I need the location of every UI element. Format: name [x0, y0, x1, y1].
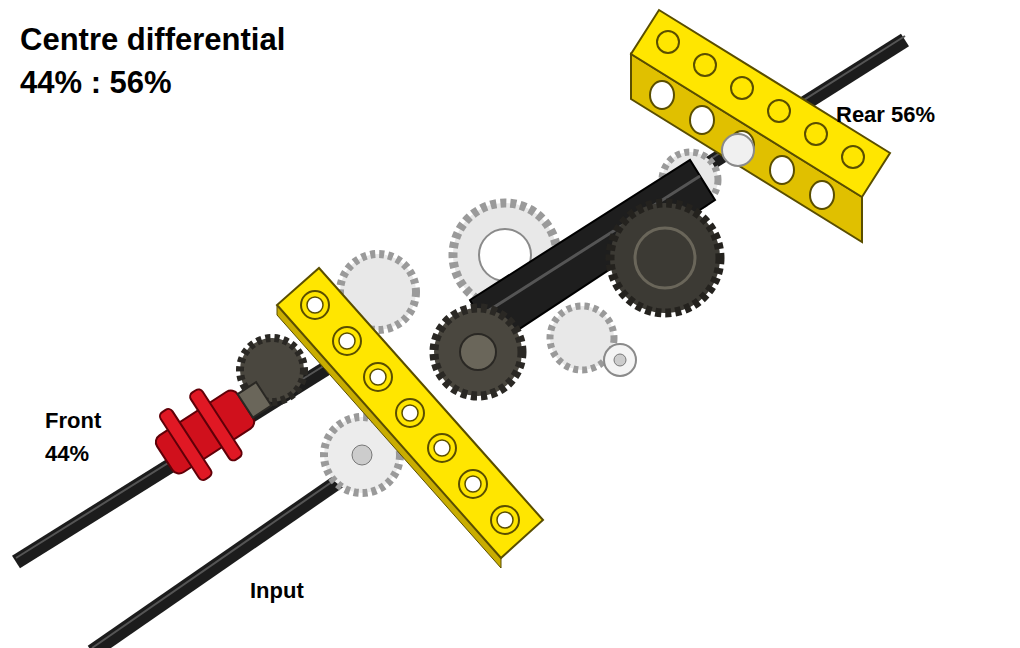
red-coupler — [143, 360, 286, 491]
part-label: Rear 56% — [836, 100, 986, 130]
input-axle — [92, 414, 430, 648]
front-beam — [277, 268, 543, 568]
diagram-title: Centre differential 44% : 56% — [20, 18, 355, 104]
part-label: Front 44% — [45, 404, 130, 470]
part-label: Input — [250, 576, 370, 606]
